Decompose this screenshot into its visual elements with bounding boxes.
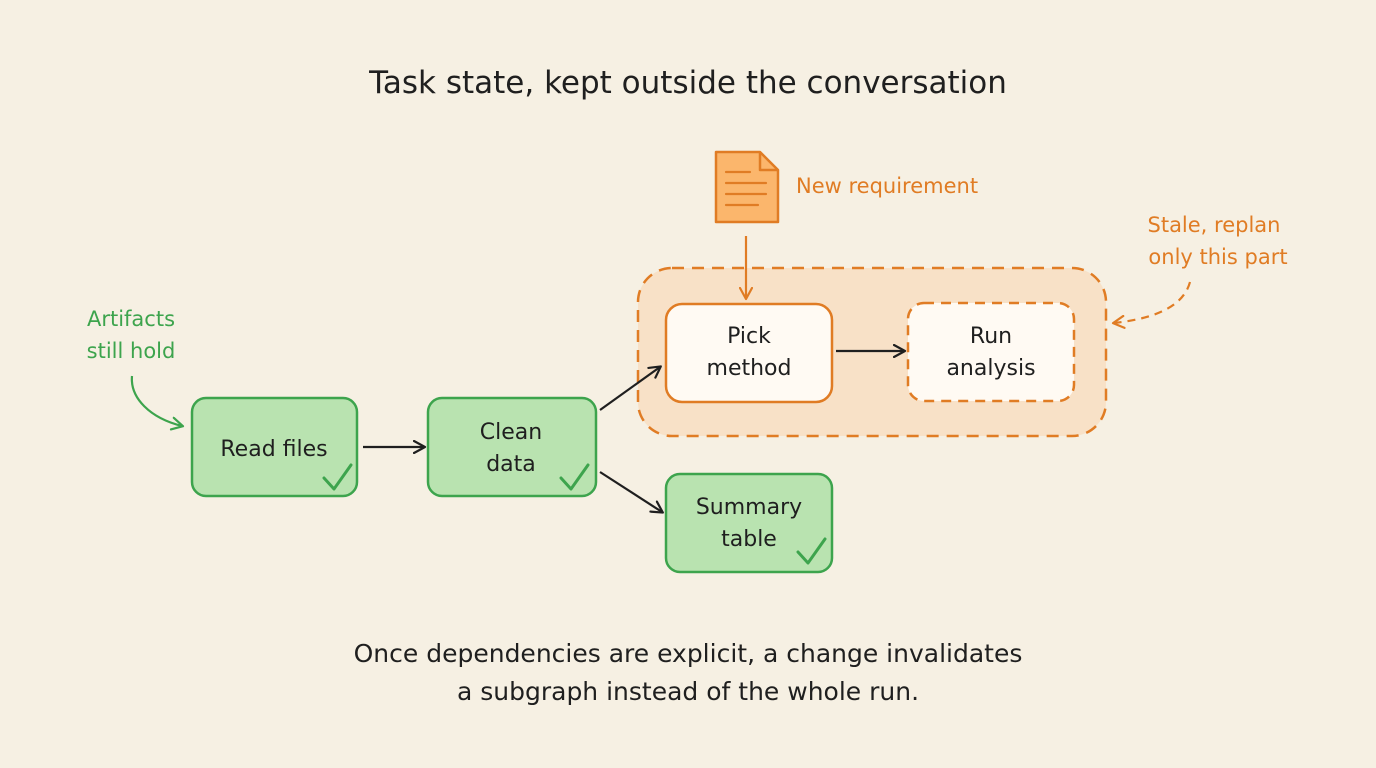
edge-clean-to-summary	[599, 471, 662, 512]
artifacts-note-line1: Artifacts	[87, 307, 175, 331]
node-run-analysis-line2: analysis	[946, 356, 1035, 381]
node-summary-table-line2: table	[721, 527, 777, 552]
node-pick-method: Pick method	[664, 302, 834, 404]
stale-note-line1: Stale, replan	[1148, 213, 1281, 237]
node-read-files-label: Read files	[220, 437, 327, 462]
node-read-files: Read files	[190, 396, 359, 498]
node-pick-method-line2: method	[707, 356, 792, 381]
node-clean-data-line1: Clean	[480, 420, 542, 445]
new-requirement-label: New requirement	[796, 174, 978, 198]
node-clean-data: Clean data	[426, 396, 598, 498]
node-run-analysis: Run analysis	[906, 301, 1076, 403]
artifacts-arrow	[130, 375, 182, 426]
stale-arrow	[1114, 281, 1192, 323]
checkmark-icon	[796, 537, 827, 565]
checkmark-icon	[322, 463, 353, 491]
document-icon	[714, 150, 780, 224]
artifacts-note-line2: still hold	[87, 339, 176, 363]
node-clean-data-line2: data	[486, 452, 536, 477]
node-summary-table: Summary table	[664, 472, 834, 574]
caption-line1: Once dependencies are explicit, a change…	[354, 639, 1023, 668]
stale-note-line2: only this part	[1148, 245, 1287, 269]
caption-line2: a subgraph instead of the whole run.	[457, 677, 919, 706]
checkmark-icon	[559, 463, 590, 491]
node-summary-table-line1: Summary	[696, 495, 802, 520]
node-pick-method-line1: Pick	[727, 324, 771, 349]
node-run-analysis-line1: Run	[970, 324, 1012, 349]
diagram-title: Task state, kept outside the conversatio…	[368, 65, 1007, 101]
edge-clean-to-pick	[599, 367, 660, 411]
